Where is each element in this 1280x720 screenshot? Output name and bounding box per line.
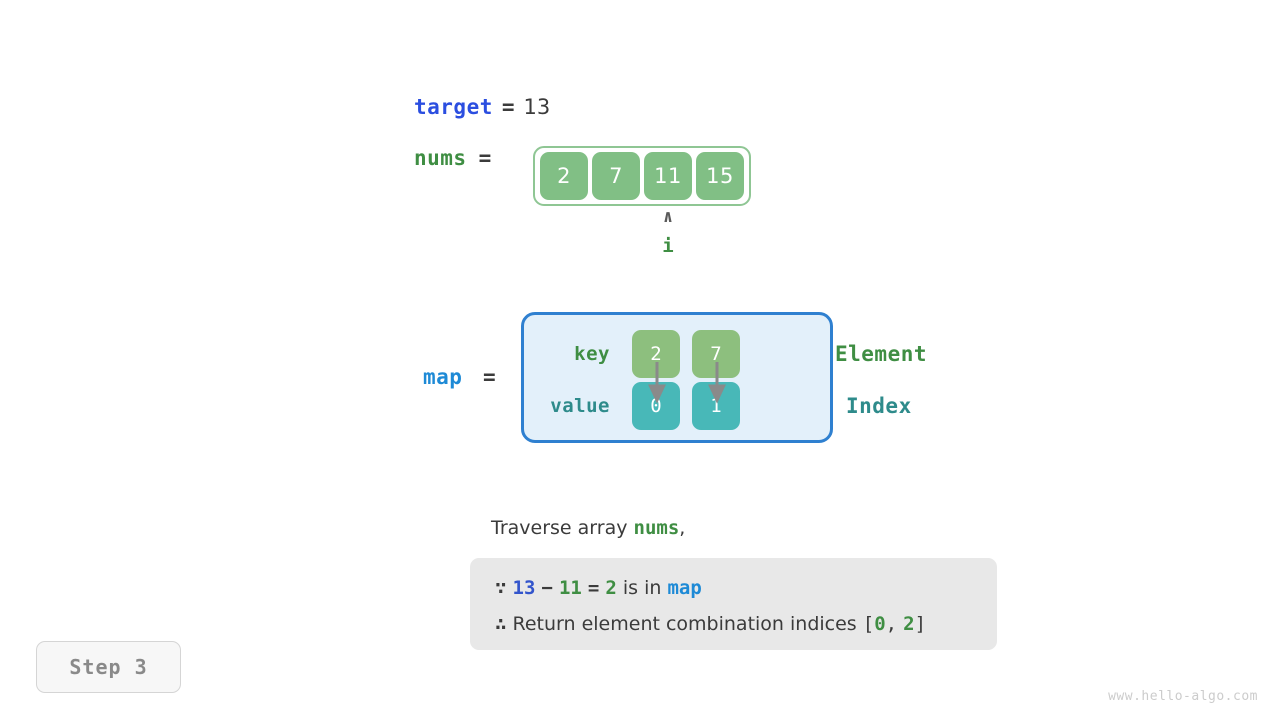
result-index-1: 0 [874,613,886,635]
nums-array: 2 7 11 15 [533,146,751,206]
array-cell[interactable]: 15 [696,152,744,200]
caption-text: Traverse array nums, [491,517,685,539]
step-badge: Step 3 [36,641,181,693]
bracket-close: ] [914,613,927,635]
map-value-cell[interactable]: 0 [632,382,680,430]
legend-element: Element [835,342,928,366]
reason-text: is in [622,577,662,599]
hash-map-container: key 2 7 value 0 1 [521,312,833,443]
bracket-open: [ [862,613,875,635]
pointer-label-i: i [662,235,674,257]
reason-result: 2 [605,577,617,599]
index-pointer-i: ∧ i [639,208,697,256]
map-label: map [423,365,463,389]
map-key-row-label: key [574,343,610,365]
map-key-row: key 2 7 [524,328,830,380]
result-comma: , [885,613,898,635]
return-text: Return element combination indices [512,613,857,635]
minus-sign: − [541,577,553,599]
nums-equals-sign: = [478,146,492,170]
target-value: 13 [523,95,551,119]
caption-highlight-nums: nums [633,517,680,539]
array-cell[interactable]: 2 [540,152,588,200]
nums-label: nums [414,146,467,170]
watermark: www.hello-algo.com [1108,689,1258,704]
caption-suffix: , [679,517,686,539]
array-cell[interactable]: 11 [644,152,692,200]
target-label: target [414,95,493,119]
reason-map-ref: map [667,577,702,599]
therefore-symbol: ∴ [495,613,507,635]
nums-variable-row: nums = [414,146,491,170]
result-index-2: 2 [903,613,915,635]
reasoning-box: ∵ 13 − 11 = 2 is in map ∴ Return element… [470,558,997,650]
caption-prefix: Traverse array [491,517,634,539]
map-equals-sign: = [483,365,496,389]
map-value-cell[interactable]: 1 [692,382,740,430]
reason-operand-target: 13 [512,577,536,599]
array-cell[interactable]: 7 [592,152,640,200]
caret-up-icon: ∧ [662,207,674,227]
equals-sign: = [587,577,600,599]
reasoning-line-2: ∴ Return element combination indices [0,… [495,606,997,642]
reasoning-line-1: ∵ 13 − 11 = 2 is in map [495,570,997,606]
map-value-row: value 0 1 [524,380,830,432]
map-value-row-label: value [550,395,610,417]
because-symbol: ∵ [495,577,507,599]
map-key-cell[interactable]: 7 [692,330,740,378]
target-variable-row: target = 13 [414,95,550,119]
reason-operand-current: 11 [558,577,582,599]
map-key-cell[interactable]: 2 [632,330,680,378]
legend-index: Index [846,394,912,418]
target-equals-sign: = [501,95,515,119]
